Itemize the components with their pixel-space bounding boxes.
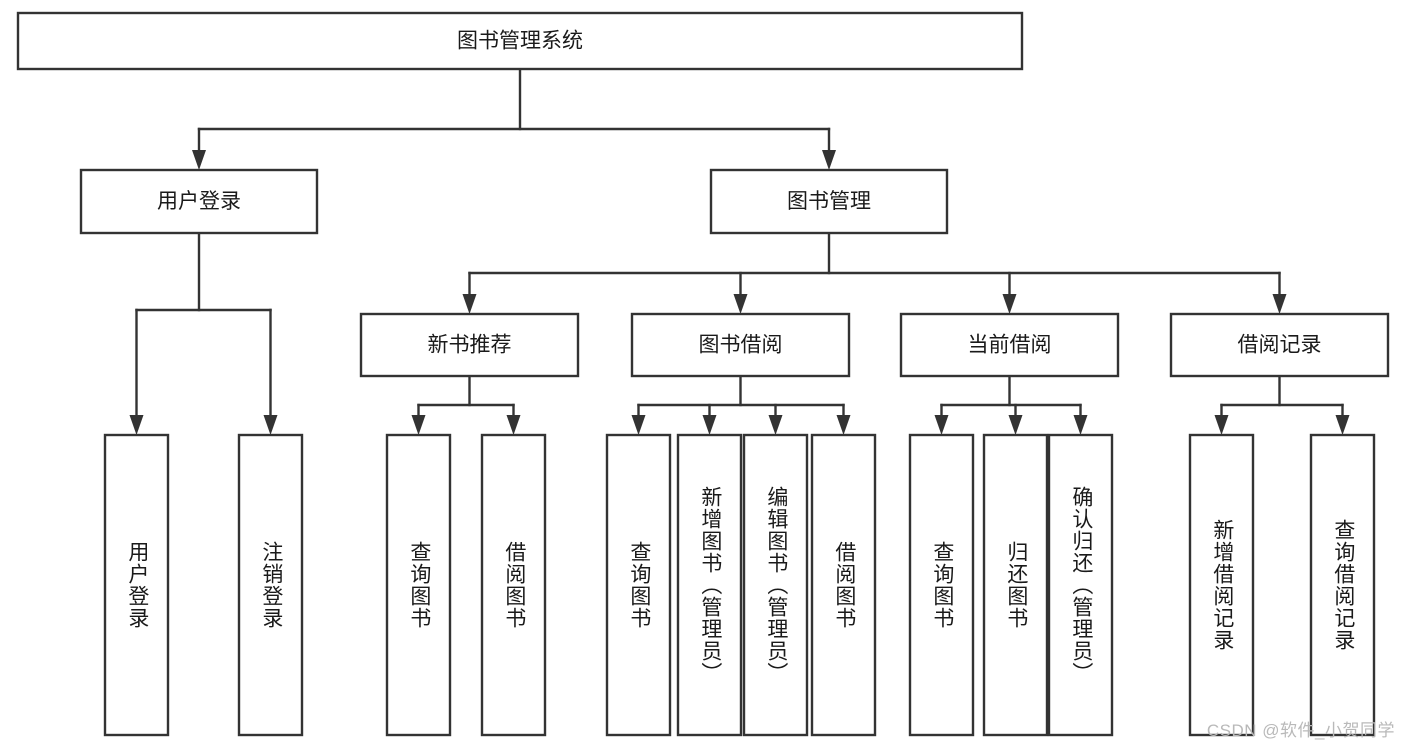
borrowrecords-to-leaves-child-1-arrowhead bbox=[1335, 415, 1350, 435]
borrowrecords-to-leaves-child-0-arrowhead bbox=[1214, 415, 1229, 435]
currentborrow-to-leaves-child-0-arrowhead bbox=[934, 415, 949, 435]
node-user-login-label: 用户登录 bbox=[157, 190, 241, 213]
connector-layer bbox=[129, 67, 1350, 435]
leaf-leaf-logout-box[interactable] bbox=[237, 433, 304, 737]
node-current-borrow-box[interactable] bbox=[899, 312, 1120, 378]
node-user-login-box[interactable] bbox=[79, 168, 319, 235]
leaf-leaf-query-record-box[interactable] bbox=[1309, 433, 1376, 737]
leaf-leaf-user-login-box[interactable] bbox=[103, 433, 170, 737]
bookmgmt-to-level3-child-2-arrowhead bbox=[1002, 294, 1017, 314]
watermark-text: CSDN @软件_小贺同学 bbox=[1206, 721, 1395, 740]
bookmgmt-to-level3-child-1-arrowhead bbox=[733, 294, 748, 314]
node-borrow-records-box[interactable] bbox=[1169, 312, 1390, 378]
leaf-leaf-borrow-books-1-box[interactable] bbox=[480, 433, 547, 737]
root-to-level2-child-1-arrowhead bbox=[822, 150, 836, 170]
userlogin-to-leaves-child-0-arrowhead bbox=[129, 415, 144, 435]
leaf-leaf-edit-book-box[interactable] bbox=[742, 433, 809, 737]
bookborrow-to-leaves-child-1-arrowhead bbox=[702, 415, 717, 435]
currentborrow-to-leaves-child-1-arrowhead bbox=[1008, 415, 1023, 435]
leaf-leaf-return-books-box[interactable] bbox=[982, 433, 1049, 737]
node-borrow-records-label: 借阅记录 bbox=[1238, 334, 1322, 357]
leaf-leaf-add-record-box[interactable] bbox=[1188, 433, 1255, 737]
node-book-borrow-box[interactable] bbox=[630, 312, 851, 378]
bookmgmt-to-level3-child-3-arrowhead bbox=[1272, 294, 1287, 314]
node-book-borrow-label: 图书借阅 bbox=[699, 334, 783, 357]
leaf-leaf-query-books-1-box[interactable] bbox=[385, 433, 452, 737]
bookborrow-to-leaves-child-3-arrowhead bbox=[836, 415, 851, 435]
node-current-borrow-label: 当前借阅 bbox=[968, 334, 1052, 357]
bookborrow-to-leaves-child-0-arrowhead bbox=[631, 415, 646, 435]
bookborrow-to-leaves-child-2-arrowhead bbox=[768, 415, 783, 435]
node-book-management-label: 图书管理 bbox=[787, 190, 871, 213]
leaf-leaf-confirm-return-box[interactable] bbox=[1047, 433, 1114, 737]
newbook-to-leaves-child-1-arrowhead bbox=[506, 415, 521, 435]
leaf-leaf-query-books-3-box[interactable] bbox=[908, 433, 975, 737]
newbook-to-leaves-child-0-arrowhead bbox=[411, 415, 426, 435]
root-node-label: 图书管理系统 bbox=[457, 30, 583, 53]
leaf-leaf-add-book-box[interactable] bbox=[676, 433, 743, 737]
root-to-level2-child-0-arrowhead bbox=[192, 150, 206, 170]
node-box-layer bbox=[16, 11, 1390, 737]
bookmgmt-to-level3-child-0-arrowhead bbox=[462, 294, 477, 314]
currentborrow-to-leaves-child-2-arrowhead bbox=[1073, 415, 1088, 435]
leaf-leaf-borrow-books-2-box[interactable] bbox=[810, 433, 877, 737]
leaf-leaf-query-books-2-box[interactable] bbox=[605, 433, 672, 737]
node-new-book-recommend-label: 新书推荐 bbox=[428, 334, 512, 357]
node-book-management-box[interactable] bbox=[709, 168, 949, 235]
userlogin-to-leaves-child-1-arrowhead bbox=[263, 415, 278, 435]
node-new-book-recommend-box[interactable] bbox=[359, 312, 580, 378]
root-node-box[interactable] bbox=[16, 11, 1024, 71]
